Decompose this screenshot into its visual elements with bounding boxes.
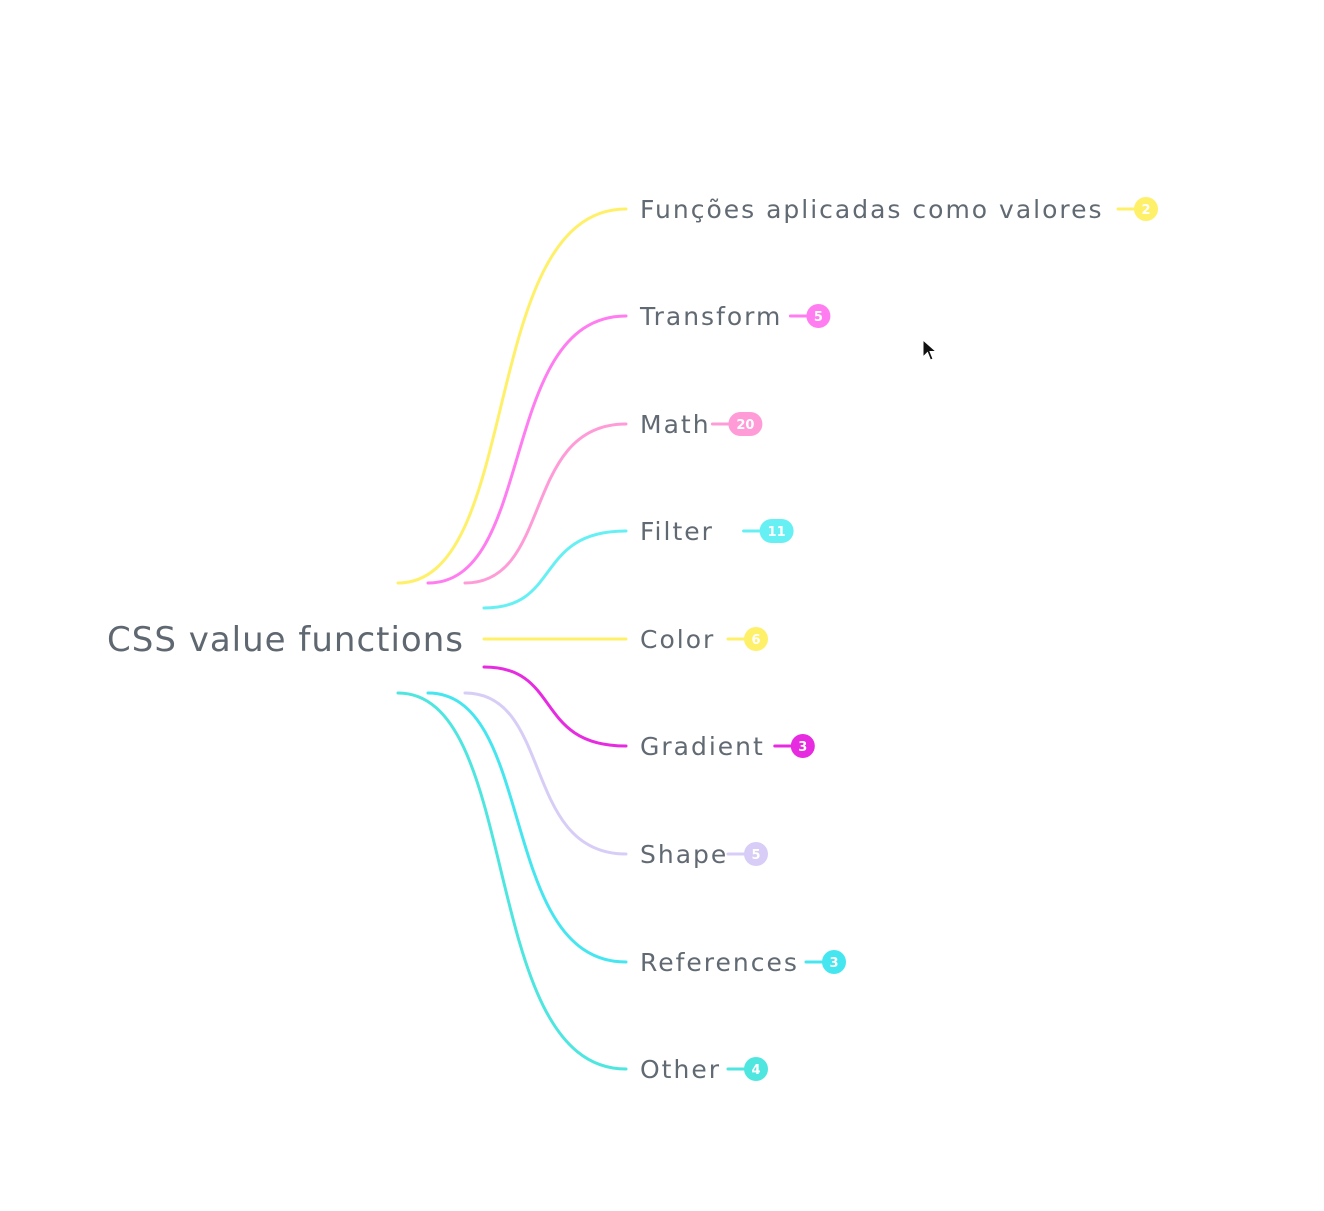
count-badge[interactable]: [744, 1057, 768, 1081]
branch-label[interactable]: Other: [640, 1055, 721, 1084]
branch-label[interactable]: References: [640, 948, 799, 977]
branch-label[interactable]: Shape: [640, 840, 728, 869]
count-badge-label: 5: [751, 848, 760, 863]
branch-label[interactable]: Funções aplicadas como valores: [640, 195, 1104, 224]
mouse-pointer-icon: [922, 339, 938, 361]
count-badge[interactable]: [728, 412, 763, 436]
count-badge[interactable]: [790, 734, 815, 758]
count-badge-label: 20: [736, 418, 754, 433]
count-badge-label: 2: [1141, 203, 1150, 218]
count-badge-label: 3: [829, 956, 838, 971]
branch-connector: [463, 422, 628, 585]
branch-connector: [426, 314, 628, 585]
branch-node[interactable]: Funções aplicadas como valores 2: [640, 195, 1158, 224]
count-badge-label: 4: [751, 1063, 760, 1078]
count-badge-label: 11: [768, 525, 786, 540]
count-badge[interactable]: [822, 950, 846, 974]
branch-label[interactable]: Color: [640, 625, 715, 654]
root-node-label[interactable]: CSS value functions: [107, 620, 464, 660]
branch-label[interactable]: Transform: [639, 302, 782, 331]
count-badge[interactable]: [744, 627, 768, 651]
branch-node[interactable]: References 3: [640, 948, 846, 977]
branch-connector: [396, 207, 628, 585]
count-badge[interactable]: [1134, 197, 1158, 221]
count-badge-label: 5: [814, 310, 823, 325]
branch-connector: [463, 691, 628, 856]
branch-connector: [482, 665, 628, 748]
branch-node[interactable]: Filter 11: [640, 517, 794, 546]
count-badge-label: 6: [751, 633, 760, 648]
branch-node[interactable]: Other 4: [640, 1055, 768, 1084]
branch-node[interactable]: Transform 5: [639, 302, 831, 331]
branch-node[interactable]: Gradient 3: [640, 732, 815, 761]
branch-connector: [396, 691, 628, 1071]
count-badge[interactable]: [744, 842, 768, 866]
branch-node[interactable]: Shape 5: [640, 840, 768, 869]
branch-connectors: [396, 207, 628, 1071]
branch-connector: [482, 529, 628, 610]
branch-nodes: Funções aplicadas como valores 2Transform…: [639, 195, 1158, 1084]
branch-label[interactable]: Math: [640, 410, 711, 439]
count-badge[interactable]: [806, 304, 831, 328]
branch-node[interactable]: Color 6: [640, 625, 768, 654]
branch-label[interactable]: Filter: [640, 517, 714, 546]
count-badge-label: 3: [798, 740, 807, 755]
branch-label[interactable]: Gradient: [640, 732, 765, 761]
branch-node[interactable]: Math 20: [640, 410, 763, 439]
branch-connector: [426, 691, 628, 964]
count-badge[interactable]: [759, 519, 794, 543]
